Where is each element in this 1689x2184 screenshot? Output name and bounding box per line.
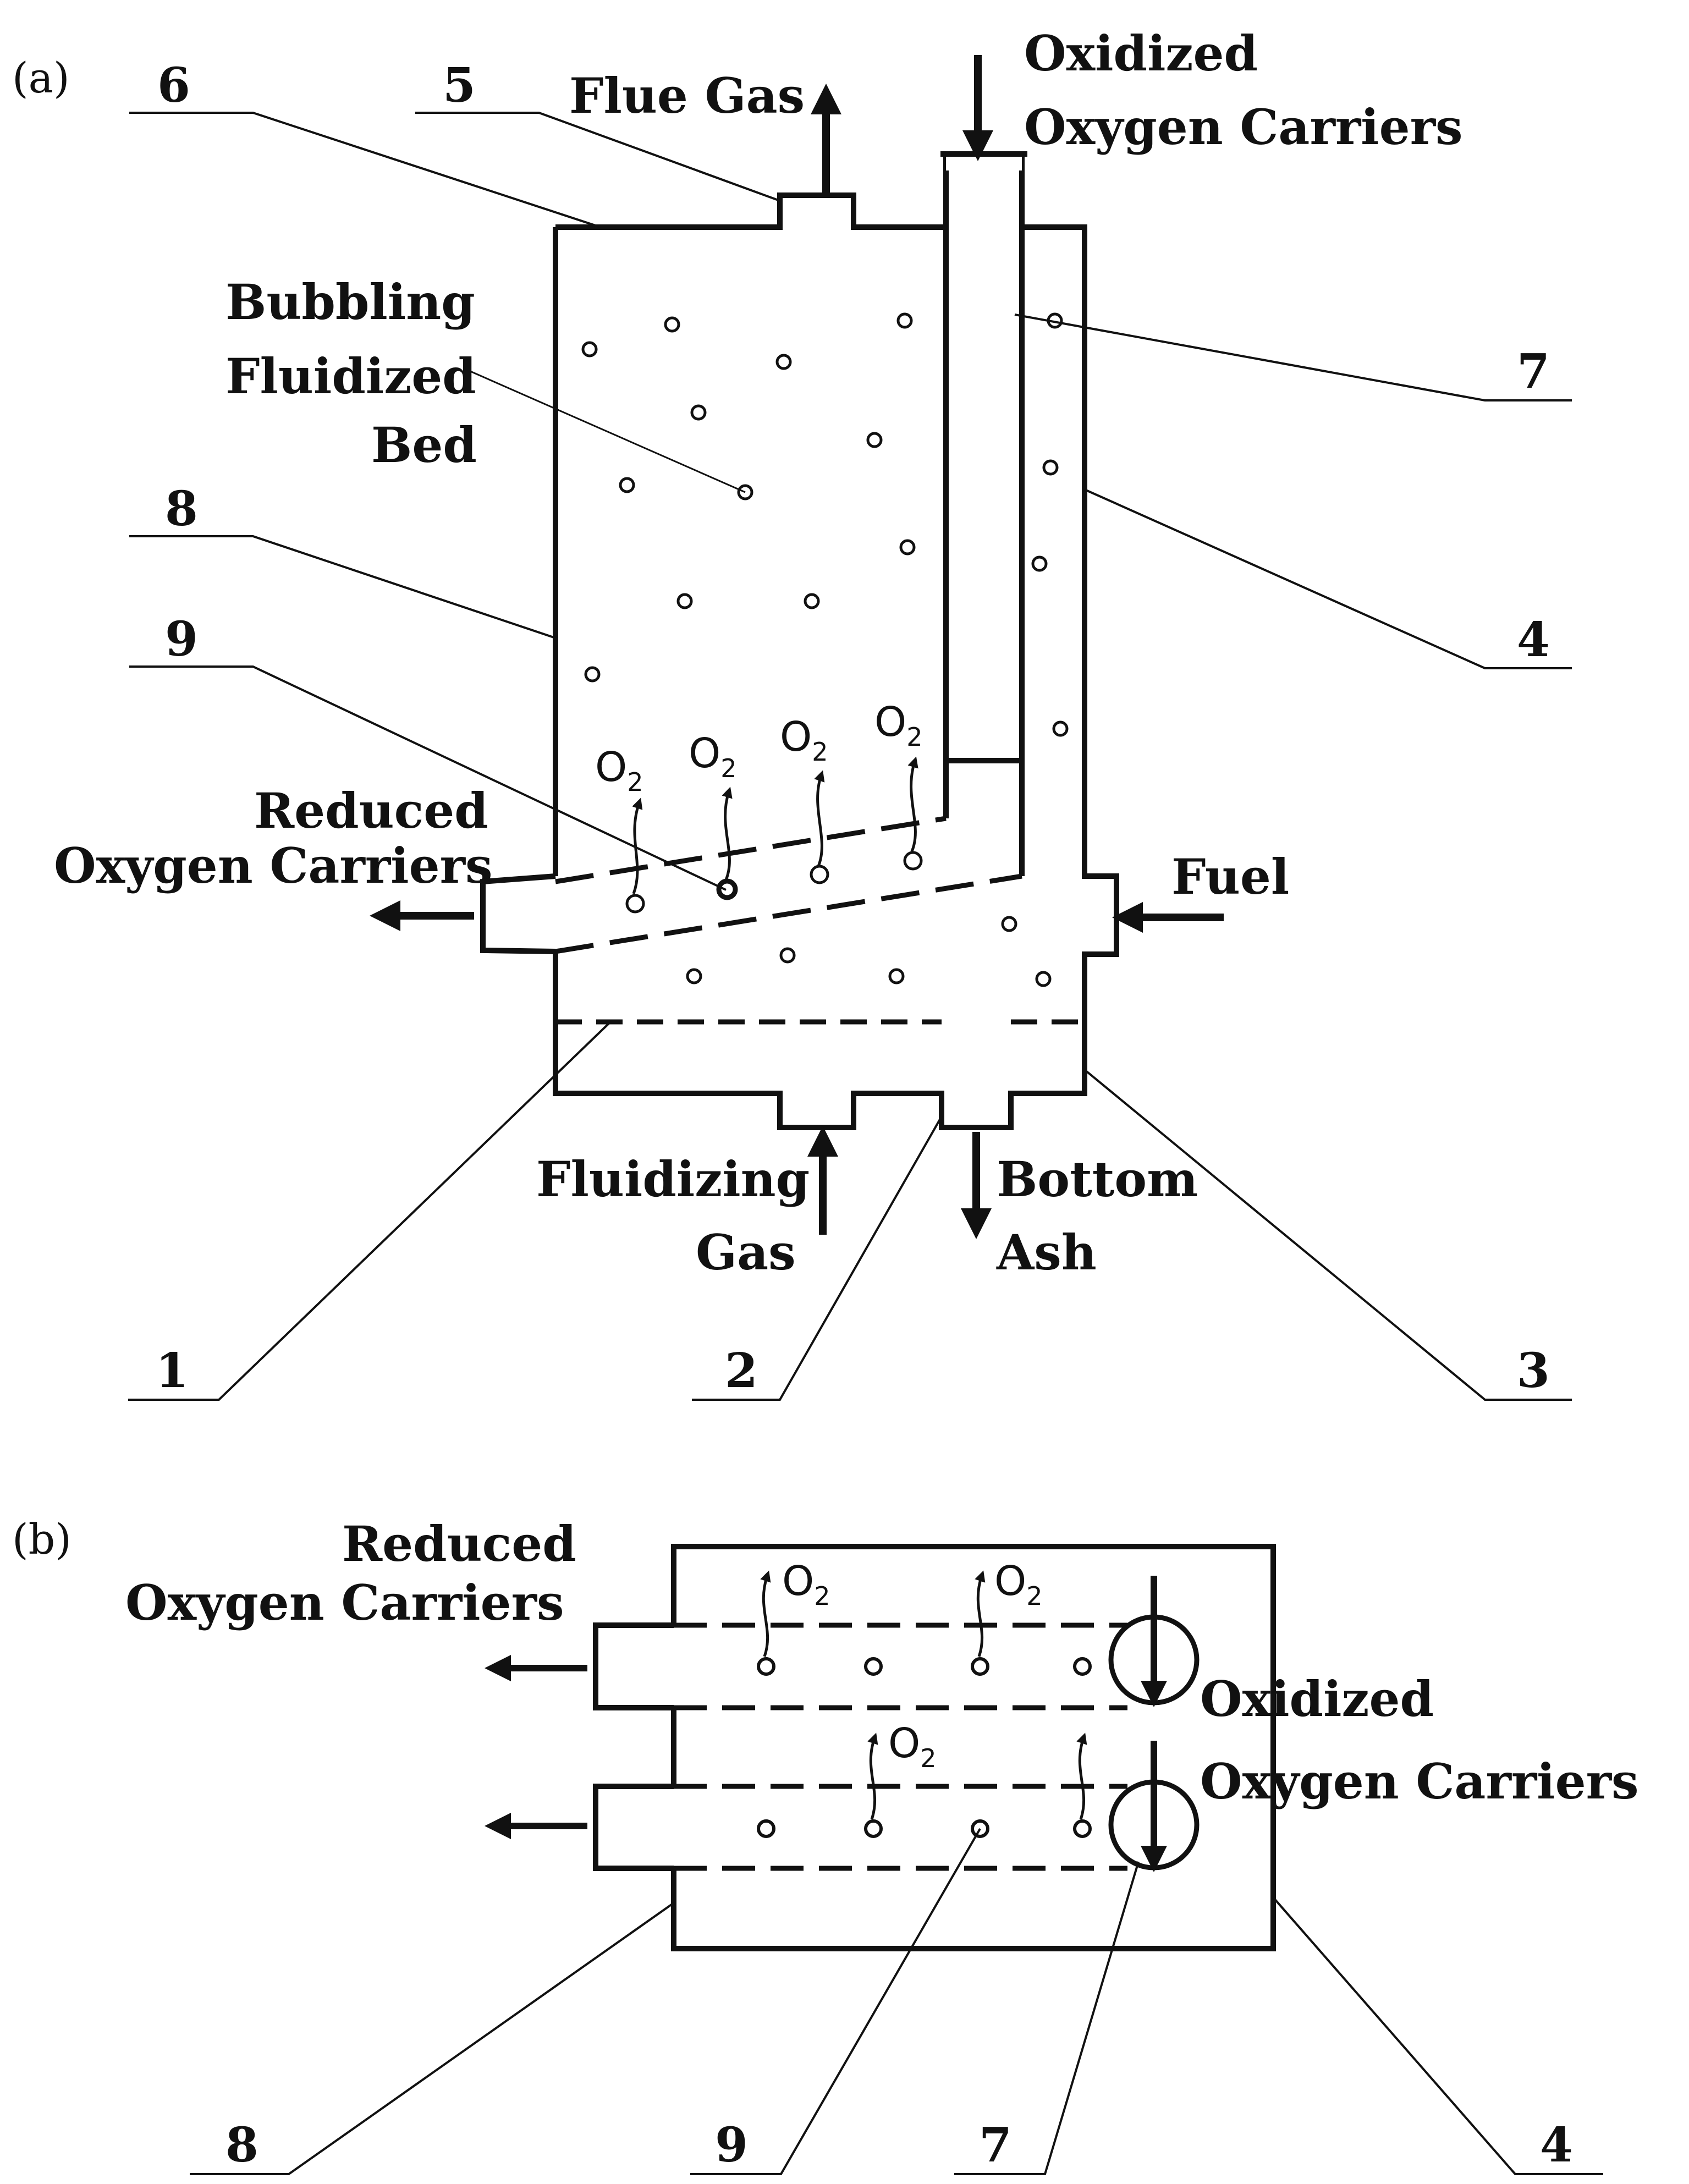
o2-wiggles-b [760, 1570, 1087, 1820]
svg-text:O2: O2 [874, 698, 923, 752]
svg-text:O2: O2 [780, 713, 828, 767]
central-downcomer [943, 151, 1025, 876]
numbers-b: 8 9 7 4 [225, 2117, 1573, 2173]
o2-labels-b: O2 O2 O2 [782, 1558, 1043, 1773]
num-2: 2 [725, 1343, 758, 1399]
porous-tube-upper [555, 816, 947, 884]
leader-lines-a [128, 112, 1572, 1401]
bed-label-2: Fluidized [225, 348, 476, 405]
svg-text:O2: O2 [888, 1720, 937, 1773]
svg-text:O2: O2 [994, 1558, 1043, 1611]
num-9: 9 [165, 612, 198, 667]
num-b-8: 8 [225, 2117, 258, 2173]
reduced-outlet-pipe [480, 873, 556, 954]
num-b-4: 4 [1540, 2117, 1573, 2173]
panel-a-tag: (a) [12, 53, 70, 102]
num-5: 5 [443, 58, 476, 113]
o2-labels-a: O2 O2 O2 O2 [595, 698, 923, 797]
svg-text:O2: O2 [689, 730, 737, 783]
labels-b: Reduced Oxygen Carriers Oxidized Oxygen … [125, 1515, 1639, 1810]
outlet-stub-lower [593, 1784, 674, 1871]
bed-label-1: Bubbling [225, 273, 475, 331]
bubbles-b [757, 1657, 1092, 1838]
reactor-outline [553, 192, 1119, 1130]
porous-tubes-b [674, 1622, 1127, 1871]
bed-leader [470, 370, 746, 493]
leader-lines-b [190, 1828, 1603, 2175]
num-7: 7 [1517, 344, 1550, 399]
num-8: 8 [165, 481, 198, 537]
fluidizing-label-1: Fluidizing [536, 1151, 810, 1208]
flue-gas-label: Flue Gas [569, 67, 805, 124]
bottom-ash-label-2: Ash [996, 1224, 1097, 1281]
oxidized-b-label-2: Oxygen Carriers [1200, 1753, 1639, 1810]
oxidized-label-2: Oxygen Carriers [1024, 98, 1463, 156]
numbers-a: 6 5 7 4 8 9 1 2 3 [156, 58, 1550, 1399]
reduced-label-2: Oxygen Carriers [54, 837, 493, 894]
o2-wiggles-a [632, 756, 918, 894]
num-1: 1 [156, 1343, 189, 1399]
num-4: 4 [1517, 612, 1550, 668]
housing-outline-b [671, 1544, 1276, 1951]
num-b-7: 7 [979, 2117, 1012, 2173]
bed-label-3: Bed [371, 416, 477, 474]
reduced-label-1: Reduced [254, 782, 488, 839]
panel-b: (b) [12, 1515, 1639, 2175]
porous-tube-lower [555, 873, 1022, 954]
num-6: 6 [157, 58, 190, 113]
reduced-b-label-2: Oxygen Carriers [125, 1574, 564, 1631]
oxidized-b-label-1: Oxidized [1200, 1670, 1434, 1728]
oxidized-label-1: Oxidized [1024, 25, 1258, 82]
reduced-b-label-1: Reduced [342, 1515, 576, 1572]
svg-text:O2: O2 [782, 1558, 830, 1611]
panel-a: (a) [12, 25, 1572, 1401]
bubbles-a [581, 312, 1069, 987]
svg-text:O2: O2 [595, 744, 643, 797]
fluidizing-label-2: Gas [696, 1224, 796, 1281]
num-3: 3 [1517, 1343, 1550, 1399]
panel-b-tag: (b) [12, 1515, 71, 1564]
labels-a: Flue Gas Oxidized Oxygen Carriers Bubbli… [54, 25, 1463, 1281]
bottom-ash-label-1: Bottom [997, 1151, 1198, 1208]
outlet-stub-upper [593, 1622, 674, 1710]
fuel-label: Fuel [1171, 848, 1289, 905]
num-b-9: 9 [715, 2117, 748, 2173]
